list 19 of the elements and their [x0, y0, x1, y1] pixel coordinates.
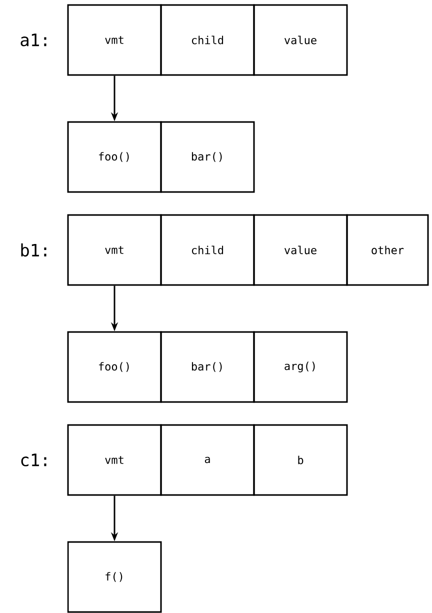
- row-label: c1:: [21, 454, 46, 466]
- memory-cell: foo(): [67, 331, 162, 403]
- row-label: a1:: [20, 34, 46, 46]
- memory-cell: value: [253, 214, 348, 286]
- memory-cell: foo(): [67, 121, 162, 193]
- memory-cell: a: [160, 424, 255, 496]
- memory-cell: bar(): [160, 331, 255, 403]
- memory-cell: vmt: [67, 214, 162, 286]
- memory-cell: b: [253, 424, 348, 496]
- memory-cell: vmt: [67, 424, 162, 496]
- memory-cell: f(): [67, 541, 162, 613]
- memory-cell: child: [160, 4, 255, 76]
- memory-cell: child: [160, 214, 255, 286]
- memory-cell: other: [346, 214, 429, 286]
- memory-cell: arg(): [253, 331, 348, 403]
- memory-cell: vmt: [67, 4, 162, 76]
- row-label: b1:: [21, 243, 46, 257]
- memory-cell: bar(): [160, 121, 255, 193]
- memory-cell: value: [253, 4, 348, 76]
